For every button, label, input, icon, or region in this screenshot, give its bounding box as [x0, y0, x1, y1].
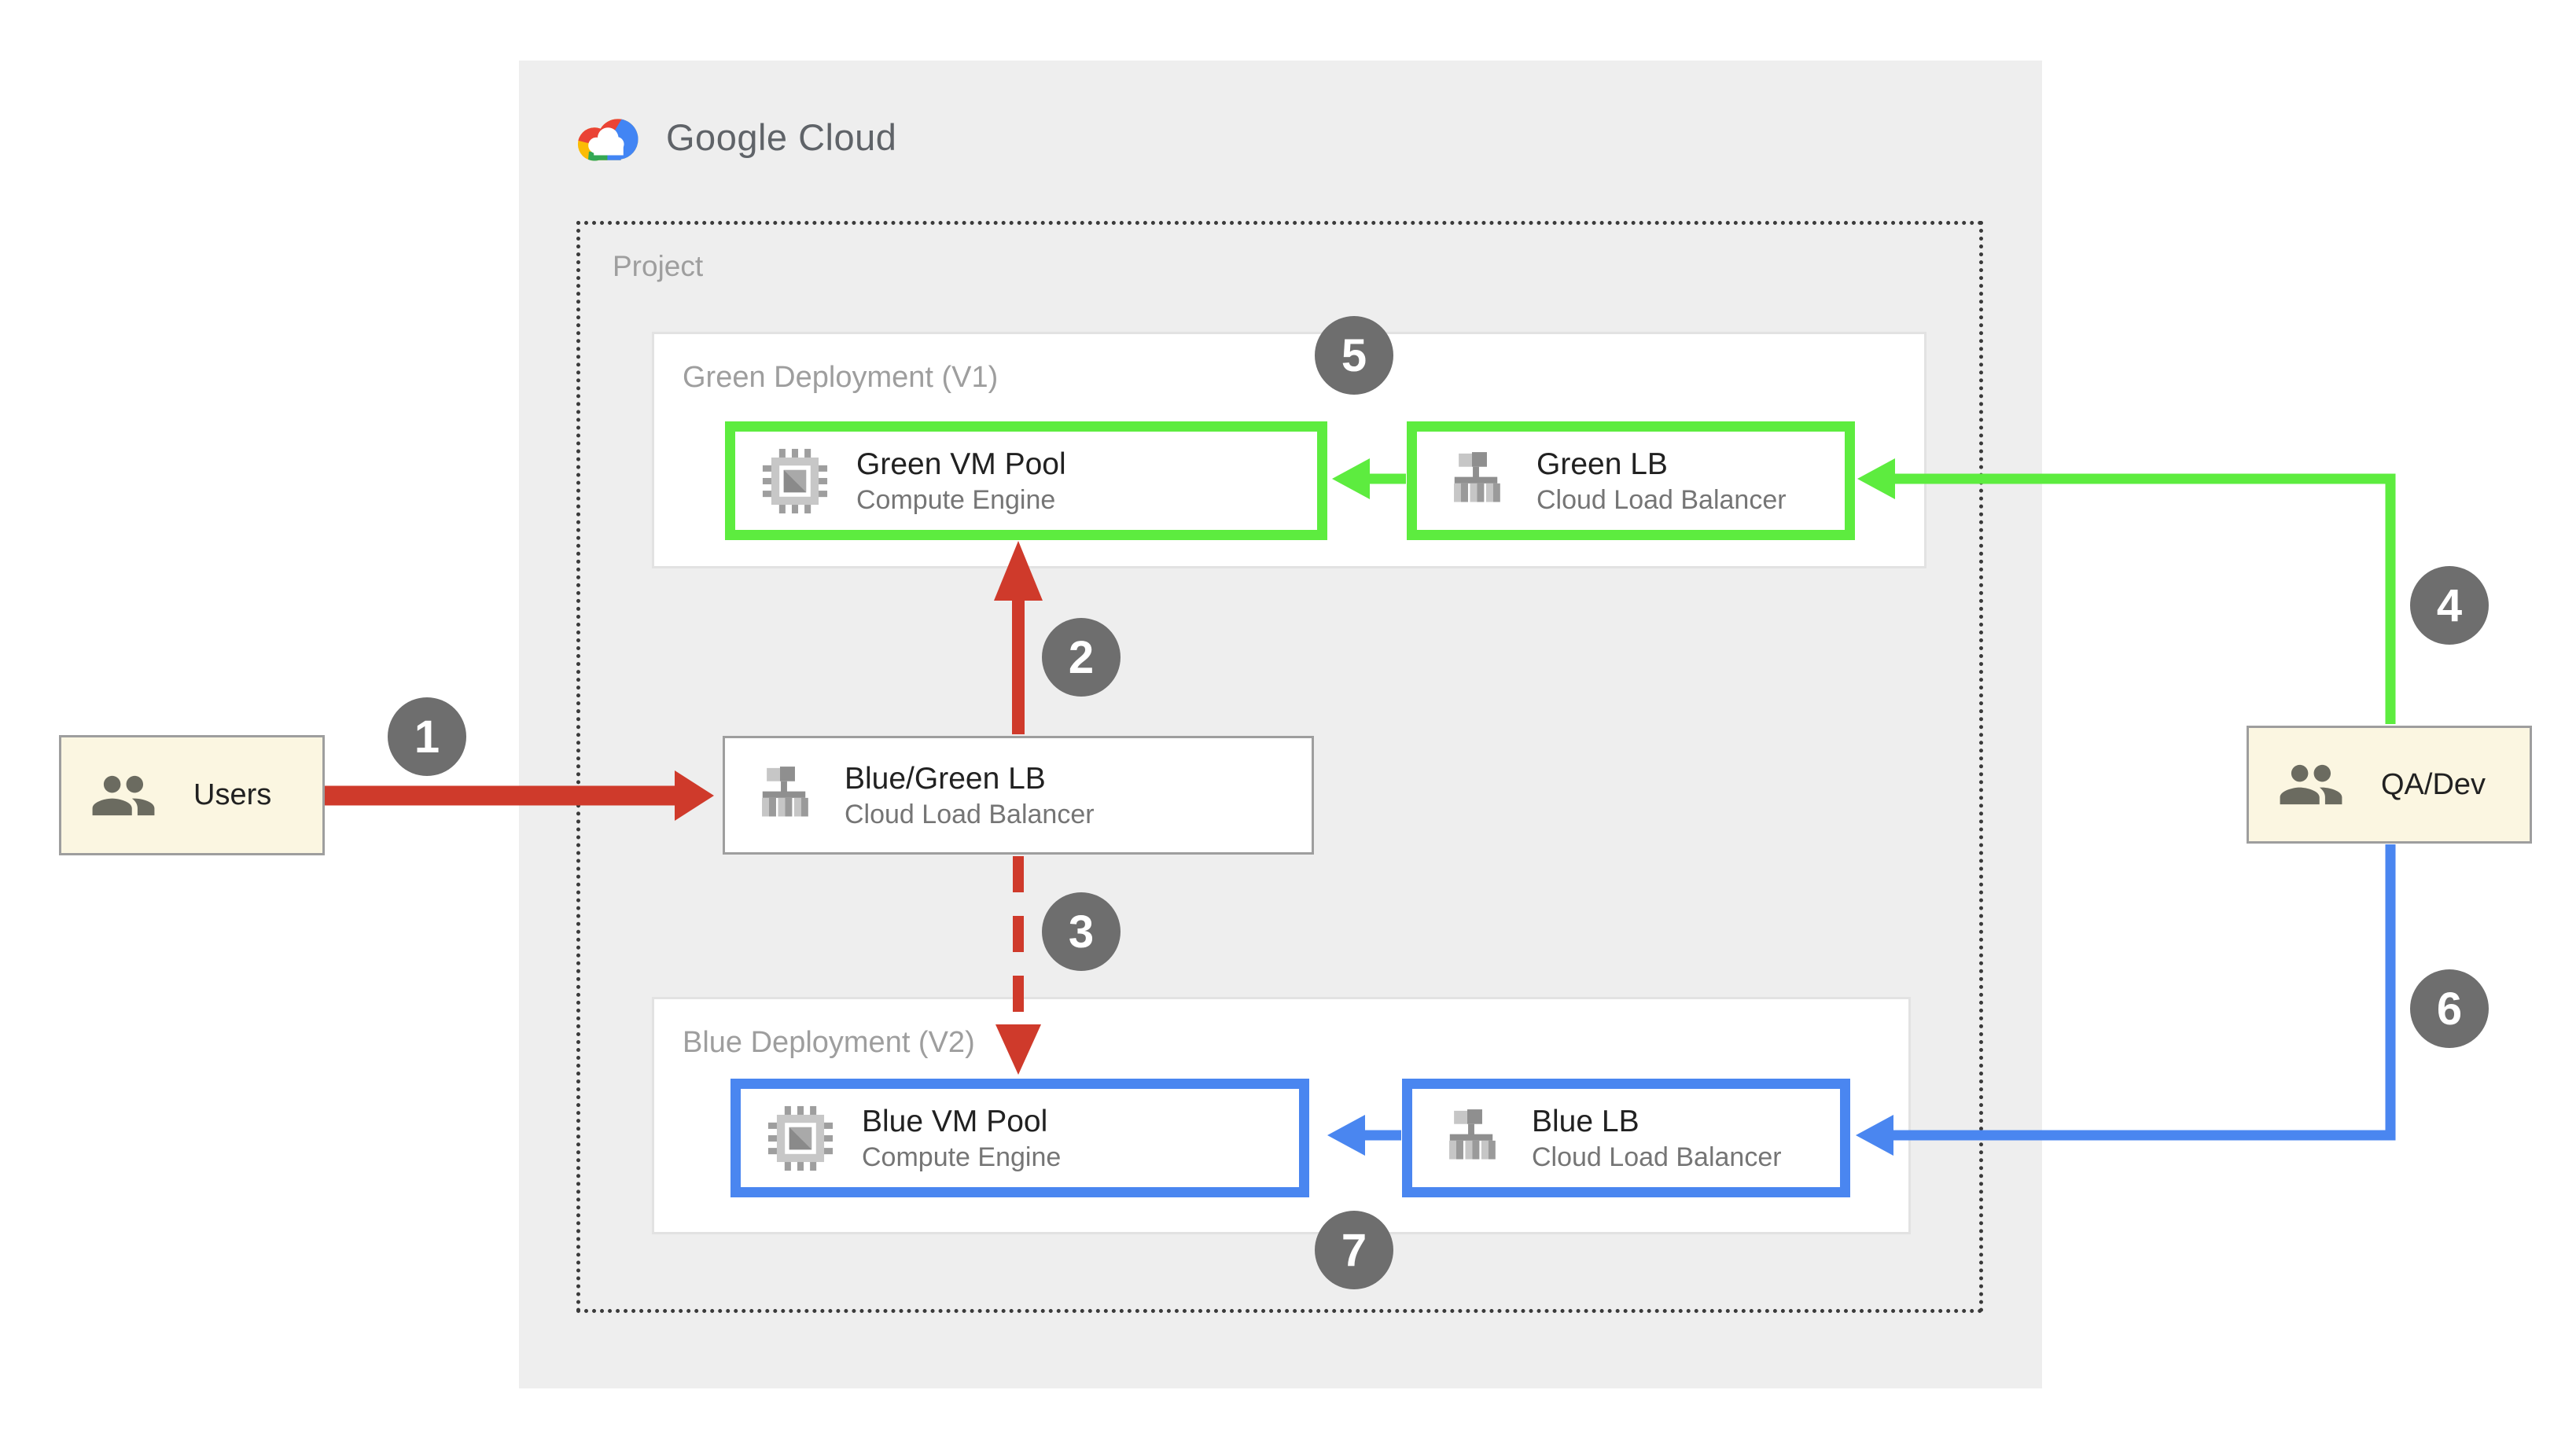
load-balancer-icon [1454, 451, 1500, 502]
blue-lb-subtitle: Cloud Load Balancer [1532, 1142, 1782, 1172]
qa-dev-box: QA/Dev [2247, 726, 2532, 844]
green-deployment-box: Green Deployment (V1) Green VM Pool Comp… [652, 332, 1926, 568]
google-cloud-logo: Google Cloud [572, 108, 896, 165]
step-badge-4: 4 [2410, 566, 2489, 645]
blue-green-lb-box: Blue/Green LB Cloud Load Balancer [723, 736, 1314, 855]
compute-engine-icon [762, 448, 828, 513]
blue-green-lb-title: Blue/Green LB [845, 761, 1046, 796]
google-cloud-cloud-icon [577, 119, 638, 161]
step-badge-7: 7 [1315, 1211, 1393, 1289]
blue-green-lb-subtitle: Cloud Load Balancer [845, 799, 1095, 829]
load-balancer-icon [1449, 1109, 1496, 1160]
users-label: Users [193, 778, 272, 811]
green-vm-pool-box: Green VM Pool Compute Engine [725, 421, 1327, 540]
google-cloud-wordmark: Google Cloud [666, 116, 897, 158]
step-badge-2: 2 [1042, 618, 1121, 697]
blue-deployment-label: Blue Deployment (V2) [683, 1026, 975, 1059]
blue-vm-pool-title: Blue VM Pool [862, 1104, 1048, 1138]
green-vm-pool-title: Green VM Pool [856, 447, 1066, 481]
green-lb-box: Green LB Cloud Load Balancer [1407, 421, 1855, 540]
blue-vm-pool-box: Blue VM Pool Compute Engine [730, 1079, 1309, 1197]
step-badge-5: 5 [1315, 316, 1393, 395]
qa-dev-label: QA/Dev [2381, 767, 2486, 801]
users-icon [92, 775, 155, 815]
blue-lb-title: Blue LB [1532, 1104, 1639, 1138]
blue-lb-box: Blue LB Cloud Load Balancer [1402, 1079, 1850, 1197]
users-box: Users [59, 735, 325, 855]
green-lb-subtitle: Cloud Load Balancer [1536, 484, 1787, 515]
step-badge-6: 6 [2410, 969, 2489, 1048]
green-deployment-label: Green Deployment (V1) [683, 361, 999, 394]
project-boundary [576, 221, 1983, 1313]
green-lb-title: Green LB [1536, 447, 1668, 481]
users-icon [2280, 764, 2342, 805]
load-balancer-icon [762, 766, 808, 817]
project-label: Project [613, 250, 704, 282]
green-vm-pool-subtitle: Compute Engine [856, 484, 1056, 515]
step-badge-1: 1 [388, 697, 466, 776]
step-badge-3: 3 [1042, 892, 1121, 971]
compute-engine-icon [767, 1105, 834, 1171]
blue-vm-pool-subtitle: Compute Engine [862, 1142, 1062, 1172]
blue-deployment-box: Blue Deployment (V2) Blue VM Pool Comput… [652, 997, 1911, 1234]
